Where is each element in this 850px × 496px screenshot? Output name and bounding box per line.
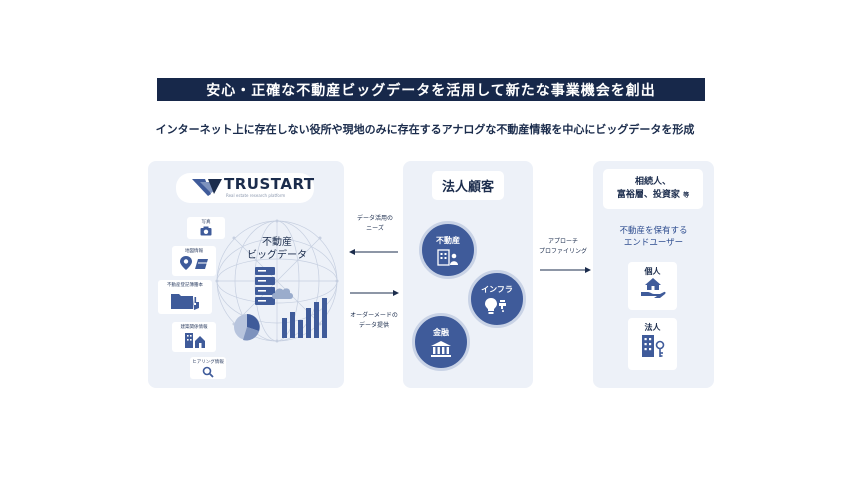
cloud-icon xyxy=(272,288,293,299)
trustart-logo-icon xyxy=(192,179,222,196)
needs-label: データ活用の ニーズ xyxy=(350,214,400,234)
circle-label: 不動産 xyxy=(436,235,460,245)
arrow-right-icon xyxy=(350,290,399,296)
source-tile-photo: 写真 xyxy=(187,217,225,239)
bank-icon xyxy=(431,340,451,357)
magnifier-icon xyxy=(202,366,214,378)
corporate-clients-title: 法人顧客 xyxy=(432,171,504,200)
building-key-icon xyxy=(641,335,664,357)
end-user-corporate: 法人 xyxy=(628,318,677,370)
source-tile-registry: 不動産登記簿謄本 xyxy=(158,280,212,314)
pie-chart-icon xyxy=(234,314,260,341)
source-tile-label: 不動産登記簿謄本 xyxy=(167,283,203,288)
circle-finance: 金融 xyxy=(412,313,470,371)
circle-label: 金融 xyxy=(433,327,449,337)
source-tile-map: 地図情報 xyxy=(172,246,216,276)
segment-title-main: 富裕層、投資家 xyxy=(616,190,680,200)
provide-label: オーダーメードの データ提供 xyxy=(346,311,402,331)
needs-label-line1: データ活用の xyxy=(356,215,393,222)
building-icon xyxy=(185,333,205,348)
bigdata-label-line2: ビッグデータ xyxy=(247,250,307,261)
source-tile-label: 地図情報 xyxy=(185,249,203,254)
camera-icon xyxy=(200,226,212,236)
bar-chart-icon xyxy=(282,298,327,338)
circle-infrastructure: インフラ xyxy=(468,270,526,328)
bigdata-label: 不動産 ビッグデータ xyxy=(232,236,322,262)
trustart-tagline: Real estate research platform xyxy=(226,193,286,198)
globe-network-graphic xyxy=(215,219,339,343)
approach-label-line1: アプローチ xyxy=(547,238,578,245)
end-user-label: 不動産を保有する エンドユーザー xyxy=(598,225,709,249)
circle-label: インフラ xyxy=(481,284,513,294)
source-tile-hearing: ヒアリング情報 xyxy=(190,357,226,379)
headline-banner: 安心・正確な不動産ビッグデータを活用して新たな事業機会を創出 xyxy=(157,78,705,101)
server-icon xyxy=(255,267,275,305)
segment-title-suffix: 等 xyxy=(683,192,690,199)
provide-label-line1: オーダーメードの xyxy=(350,312,398,319)
provide-label-line2: データ提供 xyxy=(358,322,389,329)
trustart-logo-box xyxy=(176,173,314,203)
approach-label-line2: プロファイリング xyxy=(538,248,587,255)
lightbulb-faucet-icon xyxy=(485,297,506,314)
source-tile-label: 写真 xyxy=(201,220,211,225)
end-user-tile-label: 法人 xyxy=(644,323,661,332)
circle-real-estate: 不動産 xyxy=(419,221,477,279)
arrow-right-icon xyxy=(540,267,591,273)
end-user-label-line1: 不動産を保有する xyxy=(619,226,688,236)
house-hand-icon xyxy=(640,278,666,298)
end-user-individual: 個人 xyxy=(628,262,677,310)
source-tile-building: 建築関係情報 xyxy=(172,322,216,352)
needs-label-line2: ニーズ xyxy=(366,225,384,232)
end-user-segment-title: 相続人、 富裕層、投資家 等 xyxy=(603,169,703,209)
subtitle: インターネット上に存在しない役所や現地のみに存在するアナログな不動産情報を中心に… xyxy=(155,123,695,136)
arrow-left-icon xyxy=(349,249,398,255)
trustart-logo-text: TRUSTART xyxy=(224,175,315,193)
building-person-icon xyxy=(437,248,458,266)
approach-label: アプローチ プロファイリング xyxy=(535,237,591,257)
segment-title-line2: 富裕層、投資家 等 xyxy=(617,189,689,202)
source-tile-label: ヒアリング情報 xyxy=(192,360,224,365)
folder-icon xyxy=(171,294,199,310)
end-user-label-line2: エンドユーザー xyxy=(623,238,684,248)
source-tile-label: 建築関係情報 xyxy=(180,325,208,330)
map-pin-icon xyxy=(180,256,208,270)
end-user-tile-label: 個人 xyxy=(644,267,661,276)
segment-title-line1: 相続人、 xyxy=(634,177,671,187)
bigdata-label-line1: 不動産 xyxy=(262,237,292,248)
